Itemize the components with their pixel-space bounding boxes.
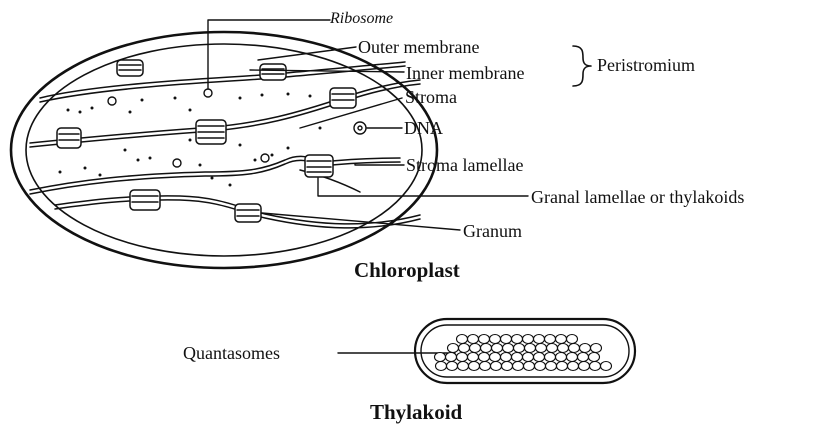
quantasome-particle	[481, 344, 492, 353]
thylakoid-shape	[415, 319, 635, 383]
quantasome-particle	[501, 353, 512, 362]
granum-stack	[235, 204, 261, 222]
quantasome-particle	[590, 362, 601, 371]
quantasome-particle	[579, 362, 590, 371]
ribosome-label: Ribosome	[330, 11, 393, 27]
quantasome-particle	[545, 335, 556, 344]
quantasome-particle	[567, 353, 578, 362]
stroma-label: Stroma	[405, 88, 457, 106]
outer-membrane-outline	[11, 32, 437, 268]
quantasome-particle	[513, 362, 524, 371]
granum-stack	[117, 60, 143, 76]
quantasome-particle	[457, 353, 468, 362]
quantasome-particle	[556, 353, 567, 362]
quantasome-particle	[569, 344, 580, 353]
quantasome-particle	[490, 353, 501, 362]
granum-stack	[305, 155, 333, 177]
quantasome-particle	[446, 353, 457, 362]
quantasome-particle	[512, 335, 523, 344]
quantasome-particle	[568, 362, 579, 371]
quantasome-particle	[491, 362, 502, 371]
quantasome-particle	[556, 335, 567, 344]
quantasome-particle	[468, 353, 479, 362]
quantasome-particles	[435, 335, 612, 371]
quantasome-particle	[448, 344, 459, 353]
stroma-lamellae-label: Stroma lamellae	[406, 156, 523, 174]
quantasome-particle	[524, 362, 535, 371]
quantasome-particle	[503, 344, 514, 353]
quantasome-particle	[536, 344, 547, 353]
quantasome-particle	[601, 362, 612, 371]
quantasome-particle	[545, 353, 556, 362]
quantasome-particle	[591, 344, 602, 353]
granum-stack	[196, 120, 226, 144]
quantasome-particle	[514, 344, 525, 353]
peristromium-label: Peristromium	[597, 56, 695, 74]
quantasome-particle	[435, 353, 446, 362]
granum-label: Granum	[463, 222, 522, 240]
quantasome-particle	[578, 353, 589, 362]
peristromium-brace	[573, 46, 591, 86]
quantasome-particle	[567, 335, 578, 344]
lamellae-lines	[30, 62, 420, 228]
quantasome-particle	[512, 353, 523, 362]
granum-stack	[130, 190, 160, 210]
quantasome-particle	[534, 335, 545, 344]
quantasome-particle	[458, 362, 469, 371]
quantasome-particle	[490, 335, 501, 344]
quantasome-particle	[457, 335, 468, 344]
quantasome-particle	[523, 353, 534, 362]
quantasome-particle	[589, 353, 600, 362]
quantasome-particle	[501, 335, 512, 344]
quantasome-particle	[479, 353, 490, 362]
quantasome-particle	[523, 335, 534, 344]
granum-stack	[330, 88, 356, 108]
quantasome-particle	[468, 335, 479, 344]
quantasome-particle	[480, 362, 491, 371]
inner-membrane-outline	[26, 44, 422, 256]
quantasome-particle	[525, 344, 536, 353]
quantasome-particle	[479, 335, 490, 344]
quantasome-particle	[558, 344, 569, 353]
quantasome-particle	[436, 362, 447, 371]
dna-blob	[354, 122, 366, 134]
quantasome-particle	[459, 344, 470, 353]
dna-label: DNA	[404, 119, 443, 137]
quantasome-particle	[580, 344, 591, 353]
quantasome-particle	[547, 344, 558, 353]
quantasomes-label: Quantasomes	[183, 344, 280, 362]
quantasome-particle	[492, 344, 503, 353]
thylakoid-title: Thylakoid	[370, 400, 462, 425]
outer-membrane-label: Outer membrane	[358, 38, 479, 56]
quantasome-particle	[447, 362, 458, 371]
ribosomes	[108, 89, 269, 167]
granum-stack	[260, 64, 286, 80]
chloroplast-title: Chloroplast	[354, 258, 460, 283]
granum-stack	[57, 128, 81, 148]
quantasome-particle	[502, 362, 513, 371]
quantasome-particle	[469, 362, 480, 371]
quantasome-particle	[546, 362, 557, 371]
granal-lamellae-label: Granal lamellae or thylakoids	[531, 188, 744, 206]
quantasome-particle	[470, 344, 481, 353]
quantasome-particle	[534, 353, 545, 362]
inner-membrane-label: Inner membrane	[406, 64, 524, 82]
quantasome-particle	[535, 362, 546, 371]
quantasome-particle	[557, 362, 568, 371]
